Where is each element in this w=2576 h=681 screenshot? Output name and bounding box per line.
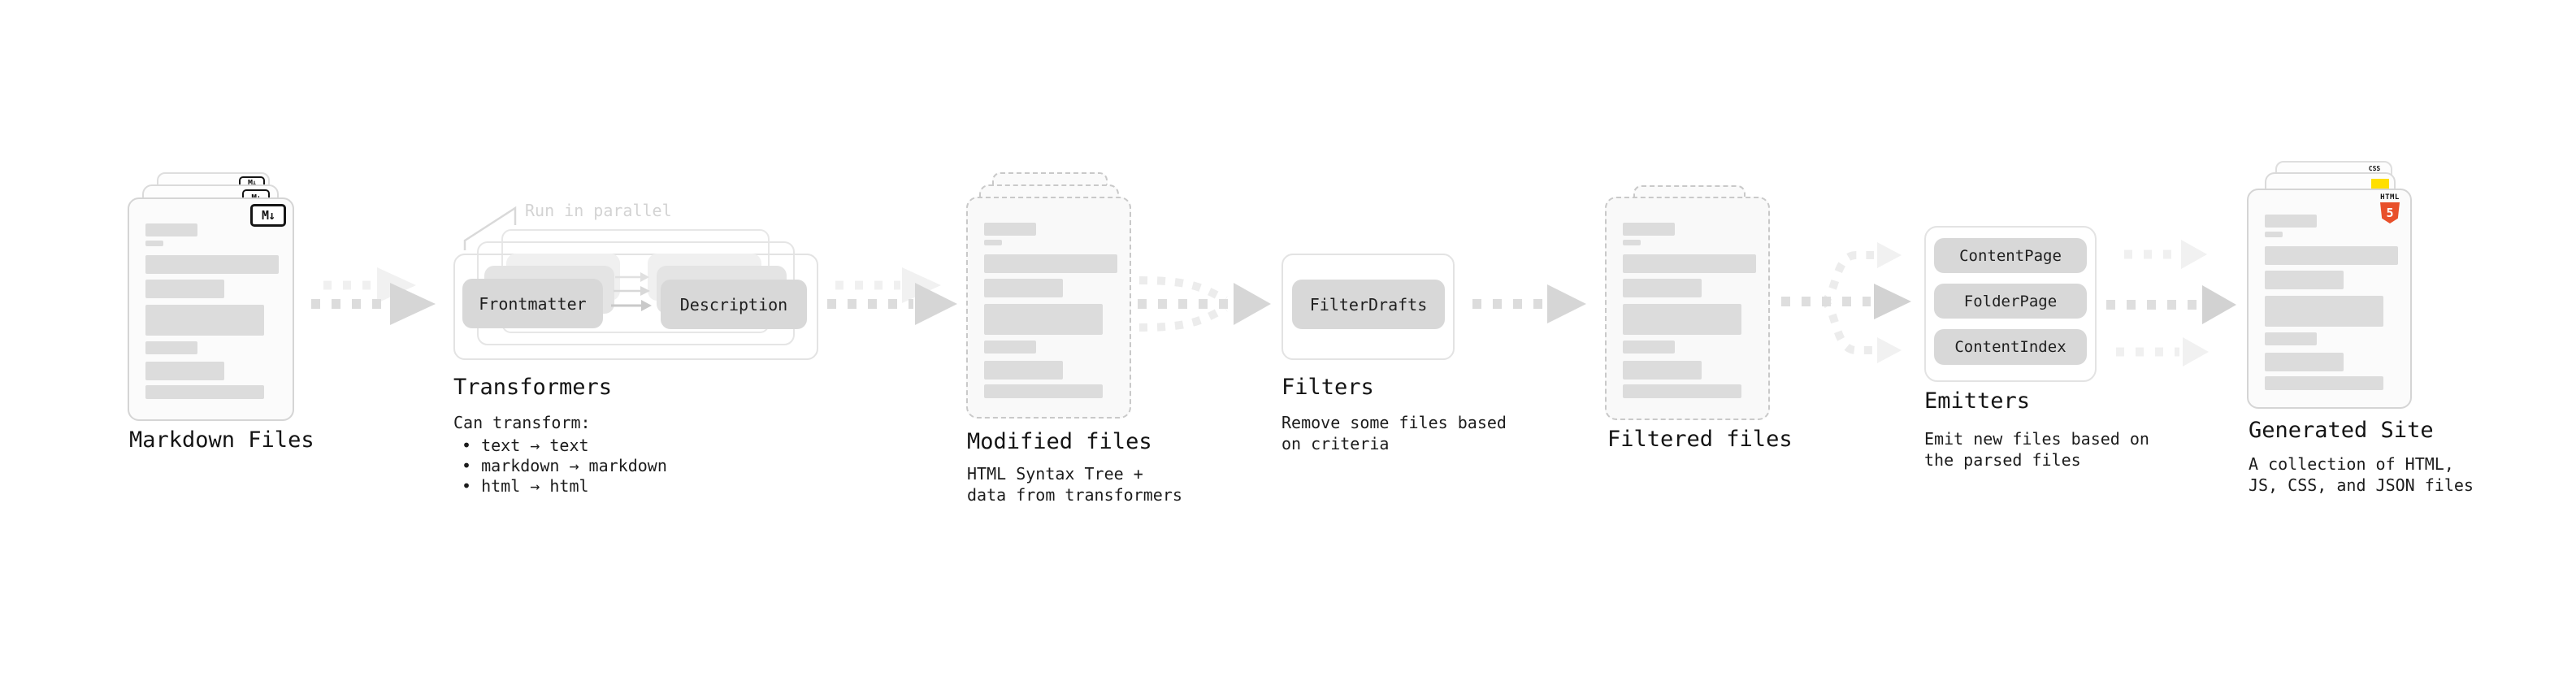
pill-contentindex: ContentIndex [1934, 329, 2087, 365]
doc-text-bar [145, 255, 279, 274]
doc-text-bar [2265, 215, 2317, 228]
generated-site-subtitle: A collection of HTML, JS, CSS, and JSON … [2249, 454, 2474, 495]
run-in-parallel-note: Run in parallel [525, 201, 672, 220]
doc-text-bar [1623, 361, 1702, 380]
emitters-title: Emitters [1924, 388, 2031, 414]
modified-files-title: Modified files [967, 429, 1152, 454]
html5-icon-shield: 5 [2380, 202, 2400, 223]
doc-text-bar [1623, 340, 1675, 354]
doc-text-bar [984, 304, 1103, 335]
js-icon [2371, 179, 2389, 190]
modified-file-card-front [966, 197, 1131, 419]
markdown-files-title: Markdown Files [129, 427, 314, 453]
pill-folderpage: FolderPage [1934, 284, 2087, 319]
filters-frame [1281, 254, 1455, 360]
doc-text-bar [1623, 304, 1741, 335]
bullet-item: • text → text [462, 436, 589, 455]
arrow-modified-to-filters-merge [1138, 276, 1271, 332]
doc-text-bar [984, 254, 1117, 273]
pill-filterdrafts: FilterDrafts [1292, 280, 1445, 329]
markdown-icon: M↓ [250, 204, 286, 227]
doc-text-bar [2265, 232, 2283, 237]
html5-icon-word: HTML [2380, 193, 2400, 202]
bullet-item: • markdown → markdown [462, 456, 667, 475]
generated-file-card-html: HTML 5 [2247, 189, 2412, 409]
filtered-file-card-front [1605, 197, 1770, 420]
filters-title: Filters [1281, 375, 1374, 400]
filters-subtitle: Remove some files based on criteria [1281, 413, 1507, 453]
html5-icon: HTML 5 [2379, 193, 2400, 223]
doc-text-bar [984, 279, 1063, 297]
arrow-filters-to-filtered [1472, 284, 1586, 323]
transformer-frame-front [453, 254, 818, 360]
pill-frontmatter: Frontmatter [462, 279, 603, 328]
filtered-files-title: Filtered files [1607, 427, 1793, 452]
pill-contentpage: ContentPage [1934, 238, 2087, 273]
doc-text-bar [2265, 376, 2383, 390]
doc-text-bar [2265, 246, 2398, 265]
doc-text-bar [145, 341, 197, 354]
doc-text-bar [984, 240, 1002, 245]
emitters-frame [1924, 226, 2097, 382]
emitters-subtitle: Emit new files based on the parsed files [1924, 429, 2149, 470]
doc-text-bar [984, 361, 1063, 380]
doc-text-bar [2265, 296, 2383, 327]
bullet-item: • html → html [462, 476, 589, 496]
pill-description: Description [661, 280, 807, 329]
doc-text-bar [145, 223, 197, 236]
doc-text-bar [145, 241, 163, 246]
generated-site-title: Generated Site [2249, 418, 2434, 443]
doc-text-bar [145, 362, 224, 380]
markdown-file-card-front: M↓ [128, 197, 294, 421]
transformers-title: Transformers [453, 375, 613, 400]
doc-text-bar [984, 340, 1036, 354]
arrow-transformers-to-modified [827, 267, 957, 325]
can-transform-heading: Can transform: [453, 413, 591, 432]
doc-text-bar [1623, 240, 1641, 245]
doc-text-bar [984, 223, 1036, 236]
transformers-description: Can transform: • text → text • markdown … [453, 413, 667, 497]
doc-text-bar [2265, 353, 2344, 371]
arrow-markdown-to-transformers [311, 267, 436, 325]
doc-text-bar [1623, 279, 1702, 297]
doc-text-bar [145, 385, 264, 399]
doc-text-bar [2265, 332, 2317, 345]
doc-text-bar [1623, 384, 1741, 398]
arrow-filtered-to-emitters-fanout [1781, 242, 1911, 363]
doc-text-bar [1623, 254, 1756, 273]
css-icon-label: CSS [2368, 165, 2381, 172]
doc-text-bar [984, 384, 1103, 398]
doc-text-bar [2265, 271, 2344, 289]
doc-text-bar [145, 305, 264, 336]
modified-files-subtitle: HTML Syntax Tree + data from transformer… [967, 464, 1182, 505]
doc-text-bar [1623, 223, 1675, 236]
doc-text-bar [145, 280, 224, 298]
arrow-emitters-to-generated [2106, 240, 2236, 367]
html5-icon-number: 5 [2386, 205, 2394, 220]
